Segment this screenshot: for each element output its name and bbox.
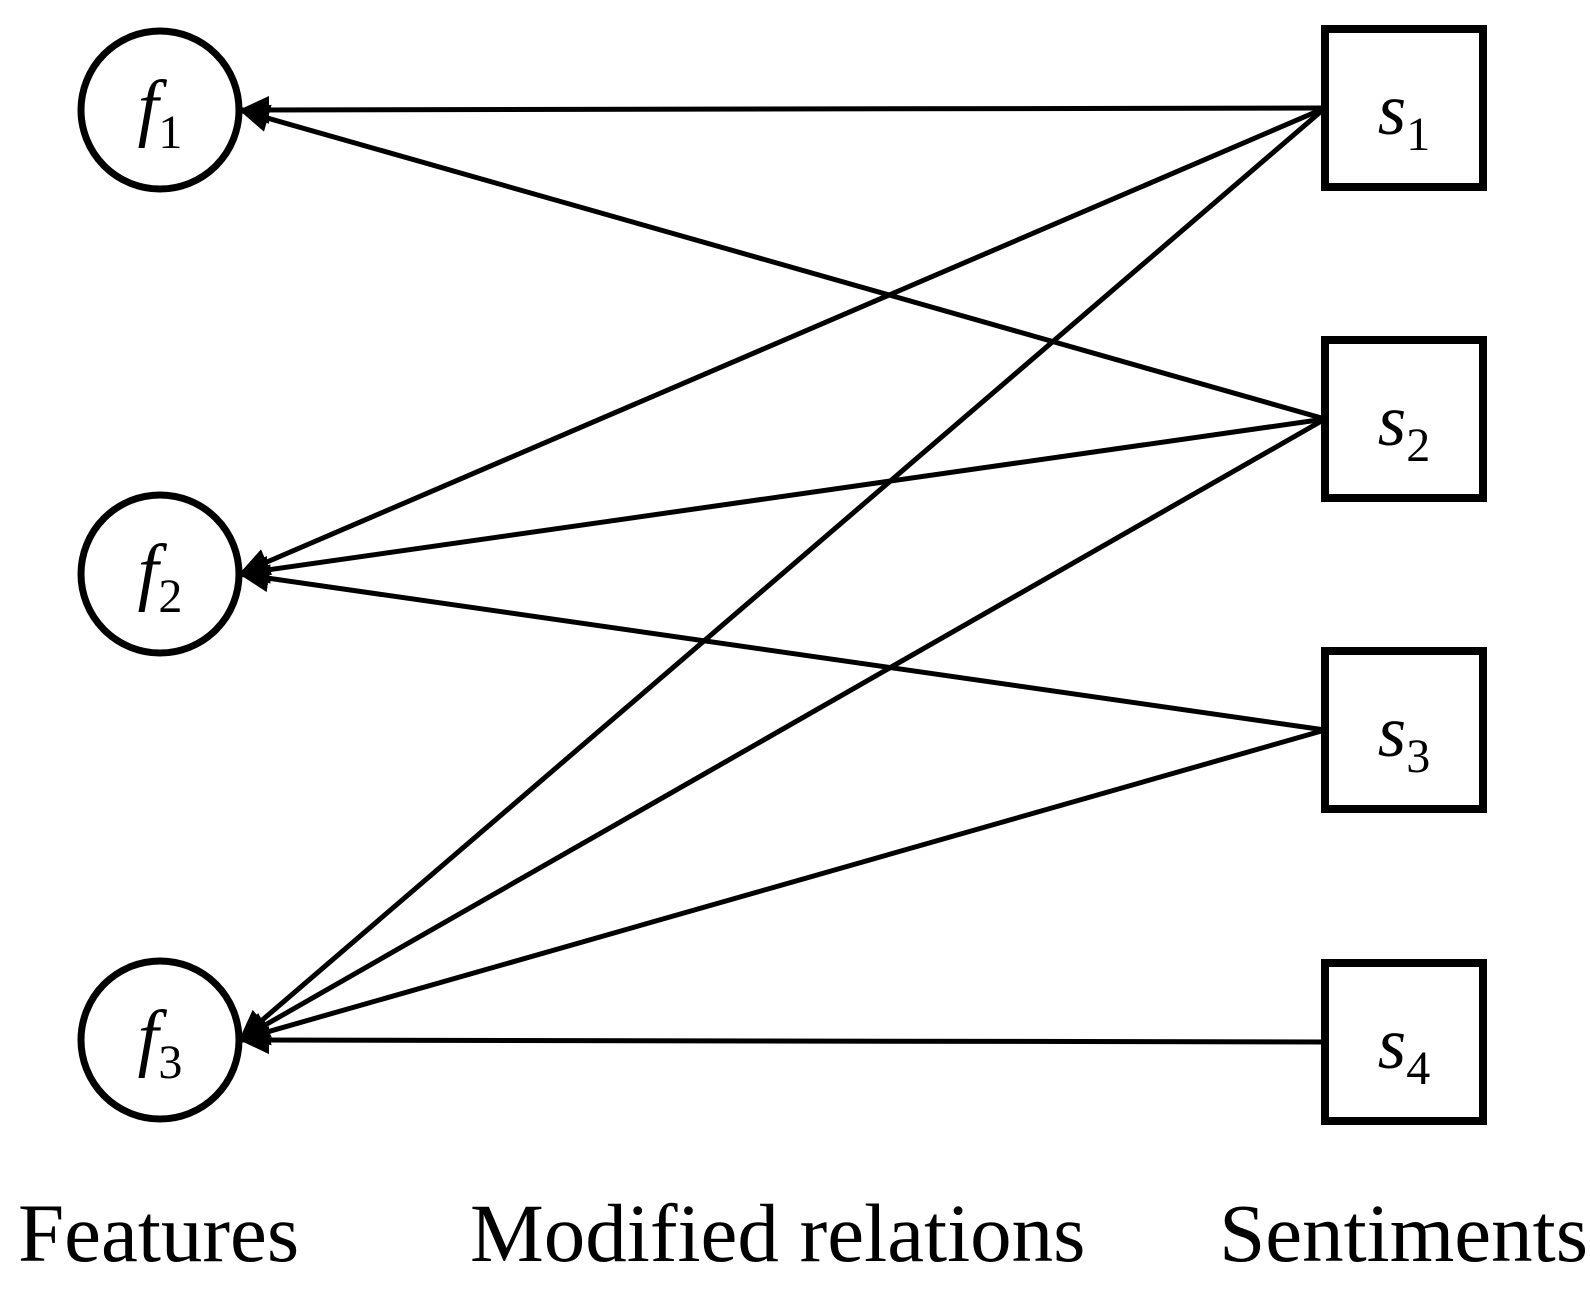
sentiment-label-s1: s1 — [1378, 69, 1430, 161]
relations-column-label: Modified relations — [470, 1187, 1086, 1279]
feature-label-f2: f2 — [138, 530, 183, 623]
sentiment-label-s2: s2 — [1378, 380, 1430, 472]
edge-s2-f2 — [238, 416, 1326, 584]
features-column-label: Features — [18, 1187, 300, 1279]
sentiment-node-s3 — [1321, 647, 1487, 813]
edge-s3-f3 — [238, 727, 1326, 1046]
edge-s1-f1 — [238, 95, 1326, 124]
sentiment-label-s4: s4 — [1378, 1003, 1430, 1095]
feature-node-f1 — [77, 27, 243, 193]
feature-node-f3 — [77, 957, 243, 1123]
edge-s1-f2 — [238, 105, 1326, 577]
sentiment-label-s3: s3 — [1378, 691, 1430, 783]
feature-node-f2 — [77, 491, 243, 657]
edge-s2-f1 — [238, 104, 1326, 422]
edge-s3-f2 — [238, 564, 1326, 733]
edge-s1-f3 — [237, 106, 1327, 1042]
edge-s2-f3 — [237, 416, 1327, 1043]
edge-s4-f3 — [238, 1026, 1326, 1055]
sentiment-node-s1 — [1321, 25, 1487, 191]
sentiment-node-s2 — [1321, 336, 1487, 502]
sentiments-column-label: Sentiments — [1219, 1187, 1588, 1279]
sentiment-node-s4 — [1321, 959, 1487, 1125]
